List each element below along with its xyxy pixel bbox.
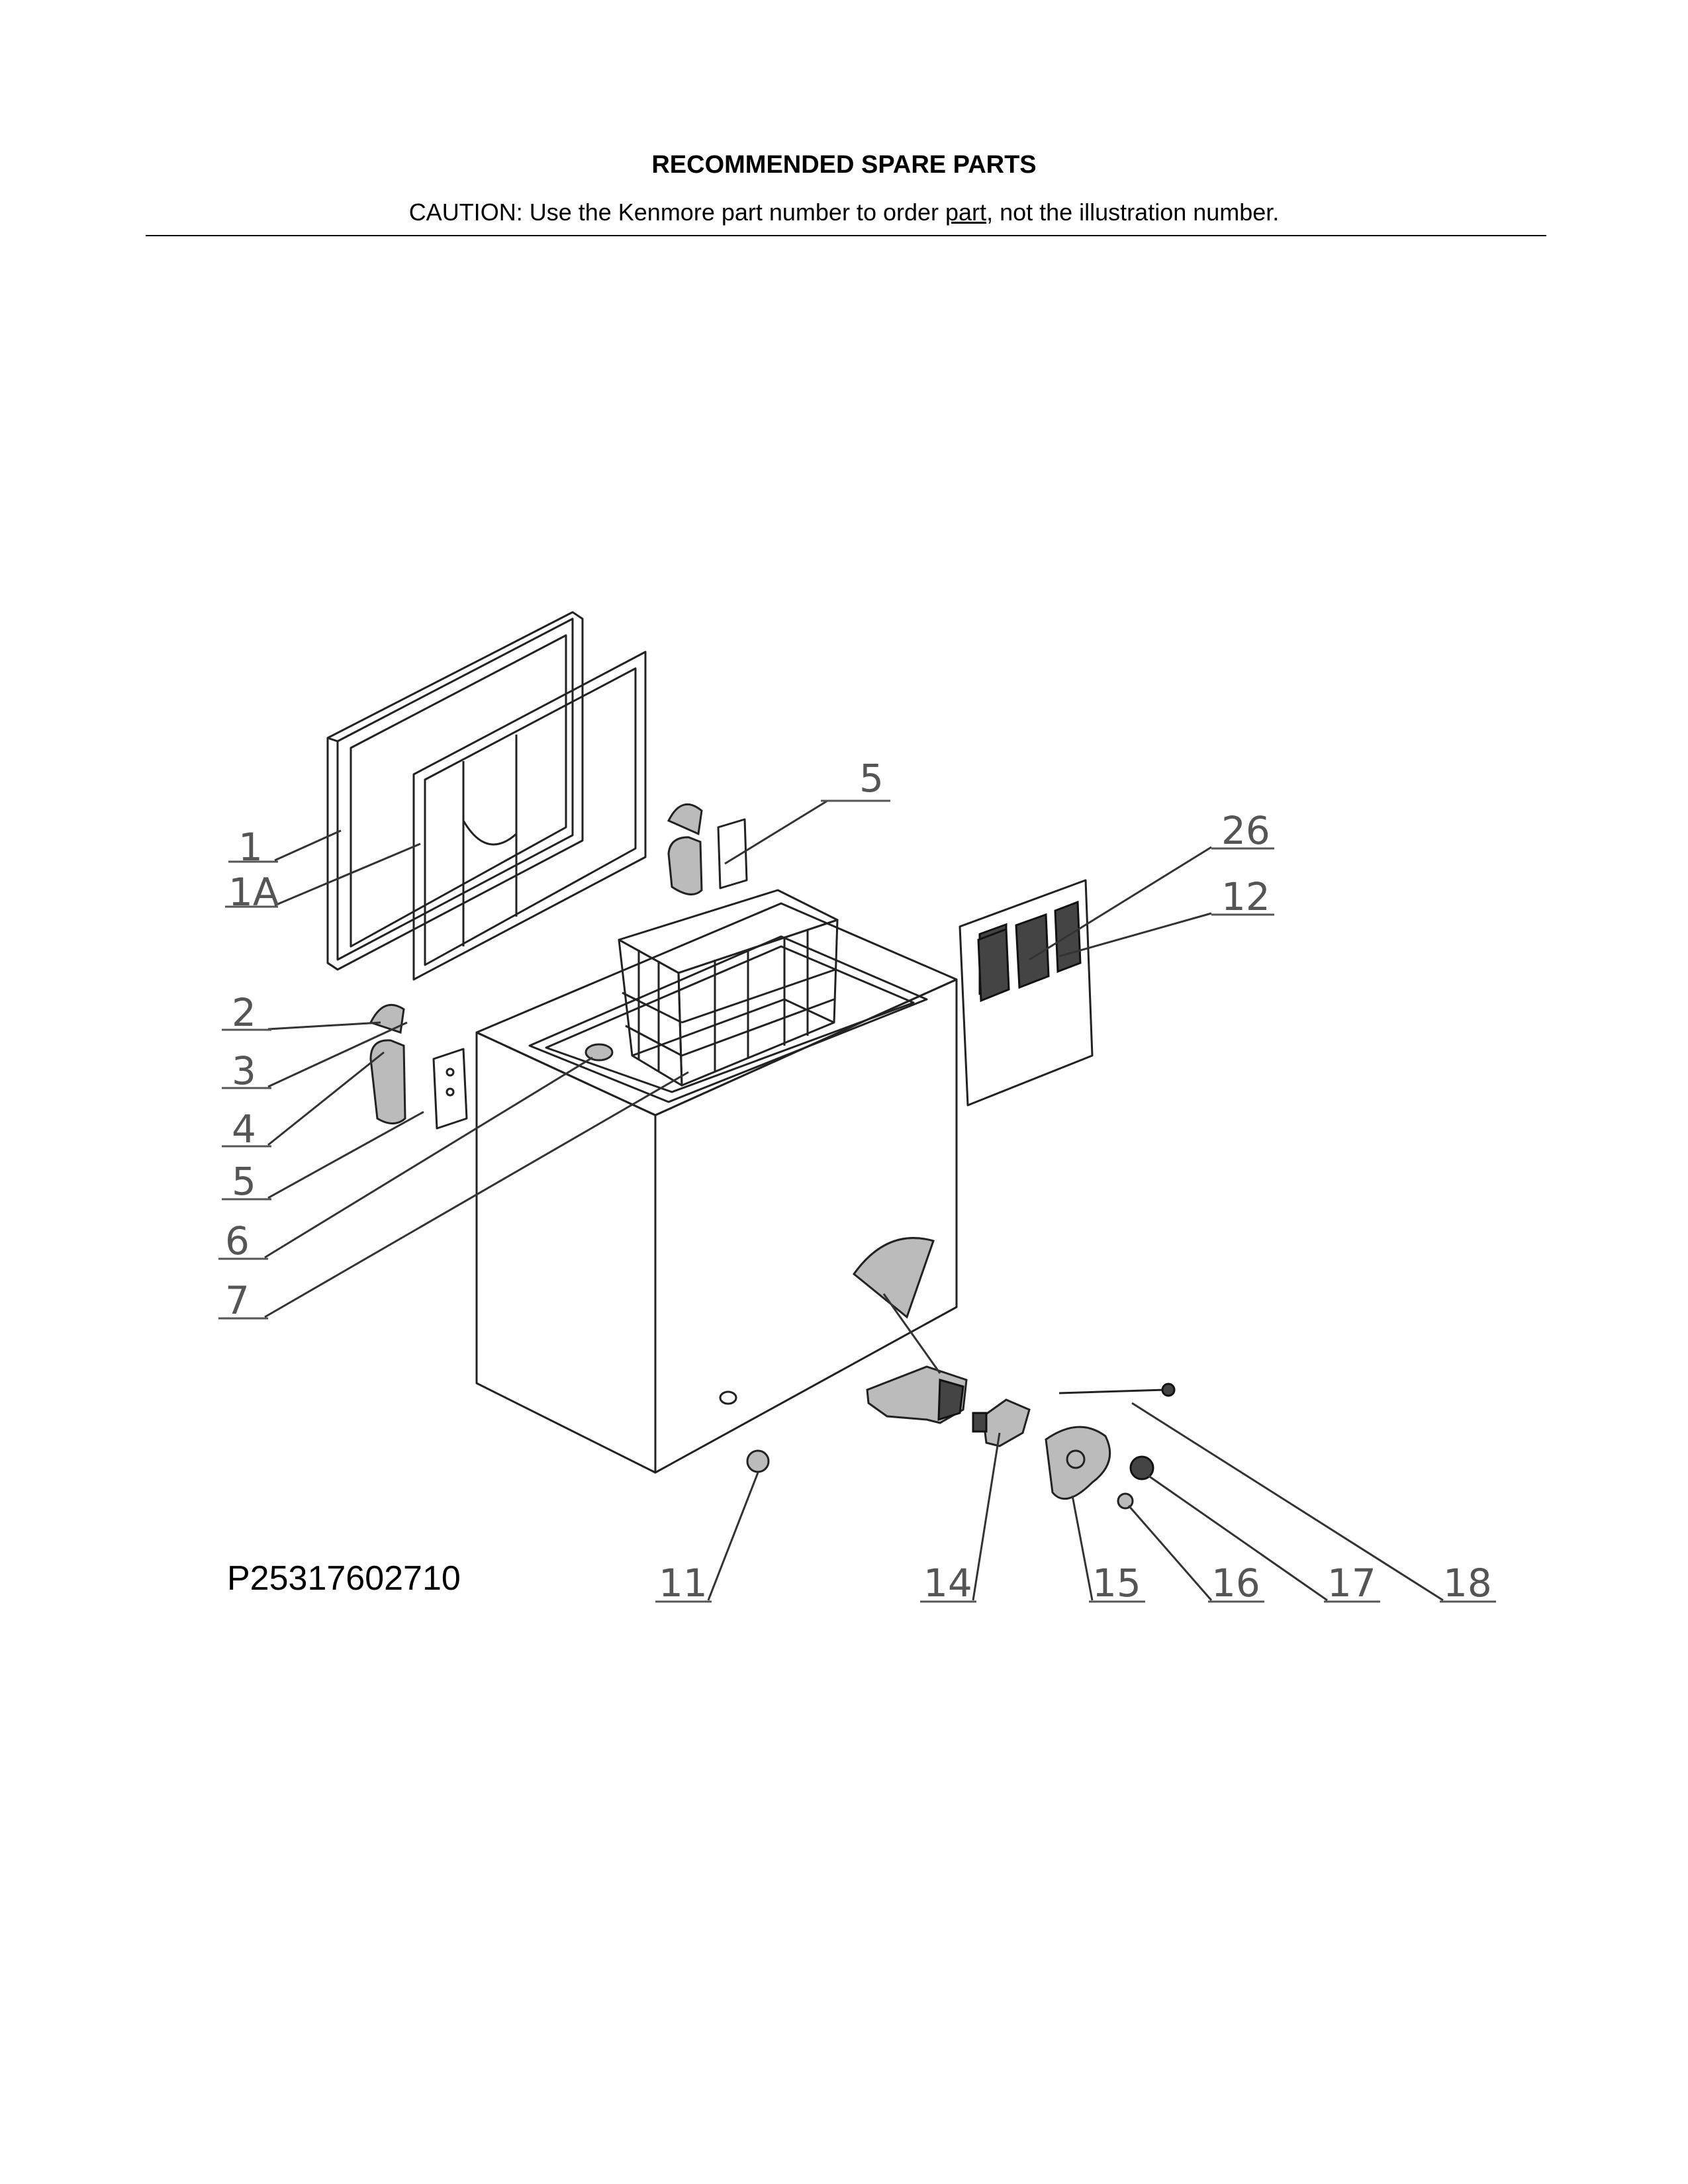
cover-plate-part <box>1045 1426 1111 1500</box>
callout-4: 4 <box>232 1107 256 1152</box>
screw-part <box>1117 1492 1134 1510</box>
callout-1: 1 <box>238 825 263 870</box>
callout-3: 3 <box>232 1048 256 1093</box>
lid-gasket-part <box>412 651 647 981</box>
callout-12: 12 <box>1221 874 1270 919</box>
callout-14: 14 <box>923 1561 972 1606</box>
vent-grille-part <box>959 879 1094 1107</box>
basket-part <box>618 889 839 1087</box>
leveling-foot-part <box>746 1449 770 1473</box>
page-title: RECOMMENDED SPARE PARTS <box>651 151 1037 179</box>
callout-15: 15 <box>1092 1561 1141 1606</box>
thermostat-part <box>972 1398 1031 1447</box>
control-housing-part <box>866 1365 968 1424</box>
caution-underlined-word: part <box>945 199 987 226</box>
callout-5-top: 5 <box>859 756 884 801</box>
sensor-tube-part <box>1058 1383 1176 1397</box>
callout-labels: 1 1A 5 26 12 2 3 4 5 6 7 11 14 15 16 17 … <box>218 756 1496 1606</box>
callout-6: 6 <box>225 1218 250 1263</box>
knob-part <box>1129 1455 1154 1480</box>
caution-text-end: , not the illustration number. <box>986 199 1280 226</box>
callout-17: 17 <box>1327 1561 1376 1606</box>
callout-26: 26 <box>1221 808 1270 853</box>
callout-2: 2 <box>232 990 256 1035</box>
callout-16: 16 <box>1211 1561 1260 1606</box>
caution-text-start: CAUTION: Use the Kenmore part number to … <box>408 199 946 226</box>
cabinet-body <box>475 902 958 1474</box>
header-divider <box>146 235 1546 236</box>
diagram-code: P25317602710 <box>227 1559 461 1598</box>
callout-5-left: 5 <box>232 1159 256 1204</box>
drain-plug-part <box>585 1043 614 1062</box>
callout-11: 11 <box>659 1561 708 1606</box>
callout-18: 18 <box>1443 1561 1492 1606</box>
caution-note: CAUTION: Use the Kenmore part number to … <box>0 199 1688 226</box>
lid-part <box>326 611 584 971</box>
callout-7: 7 <box>225 1278 250 1323</box>
hinge-top-part <box>667 803 748 895</box>
callout-1a: 1A <box>228 870 279 915</box>
hinge-left-part <box>369 1003 468 1130</box>
leader-lines <box>264 799 1444 1602</box>
